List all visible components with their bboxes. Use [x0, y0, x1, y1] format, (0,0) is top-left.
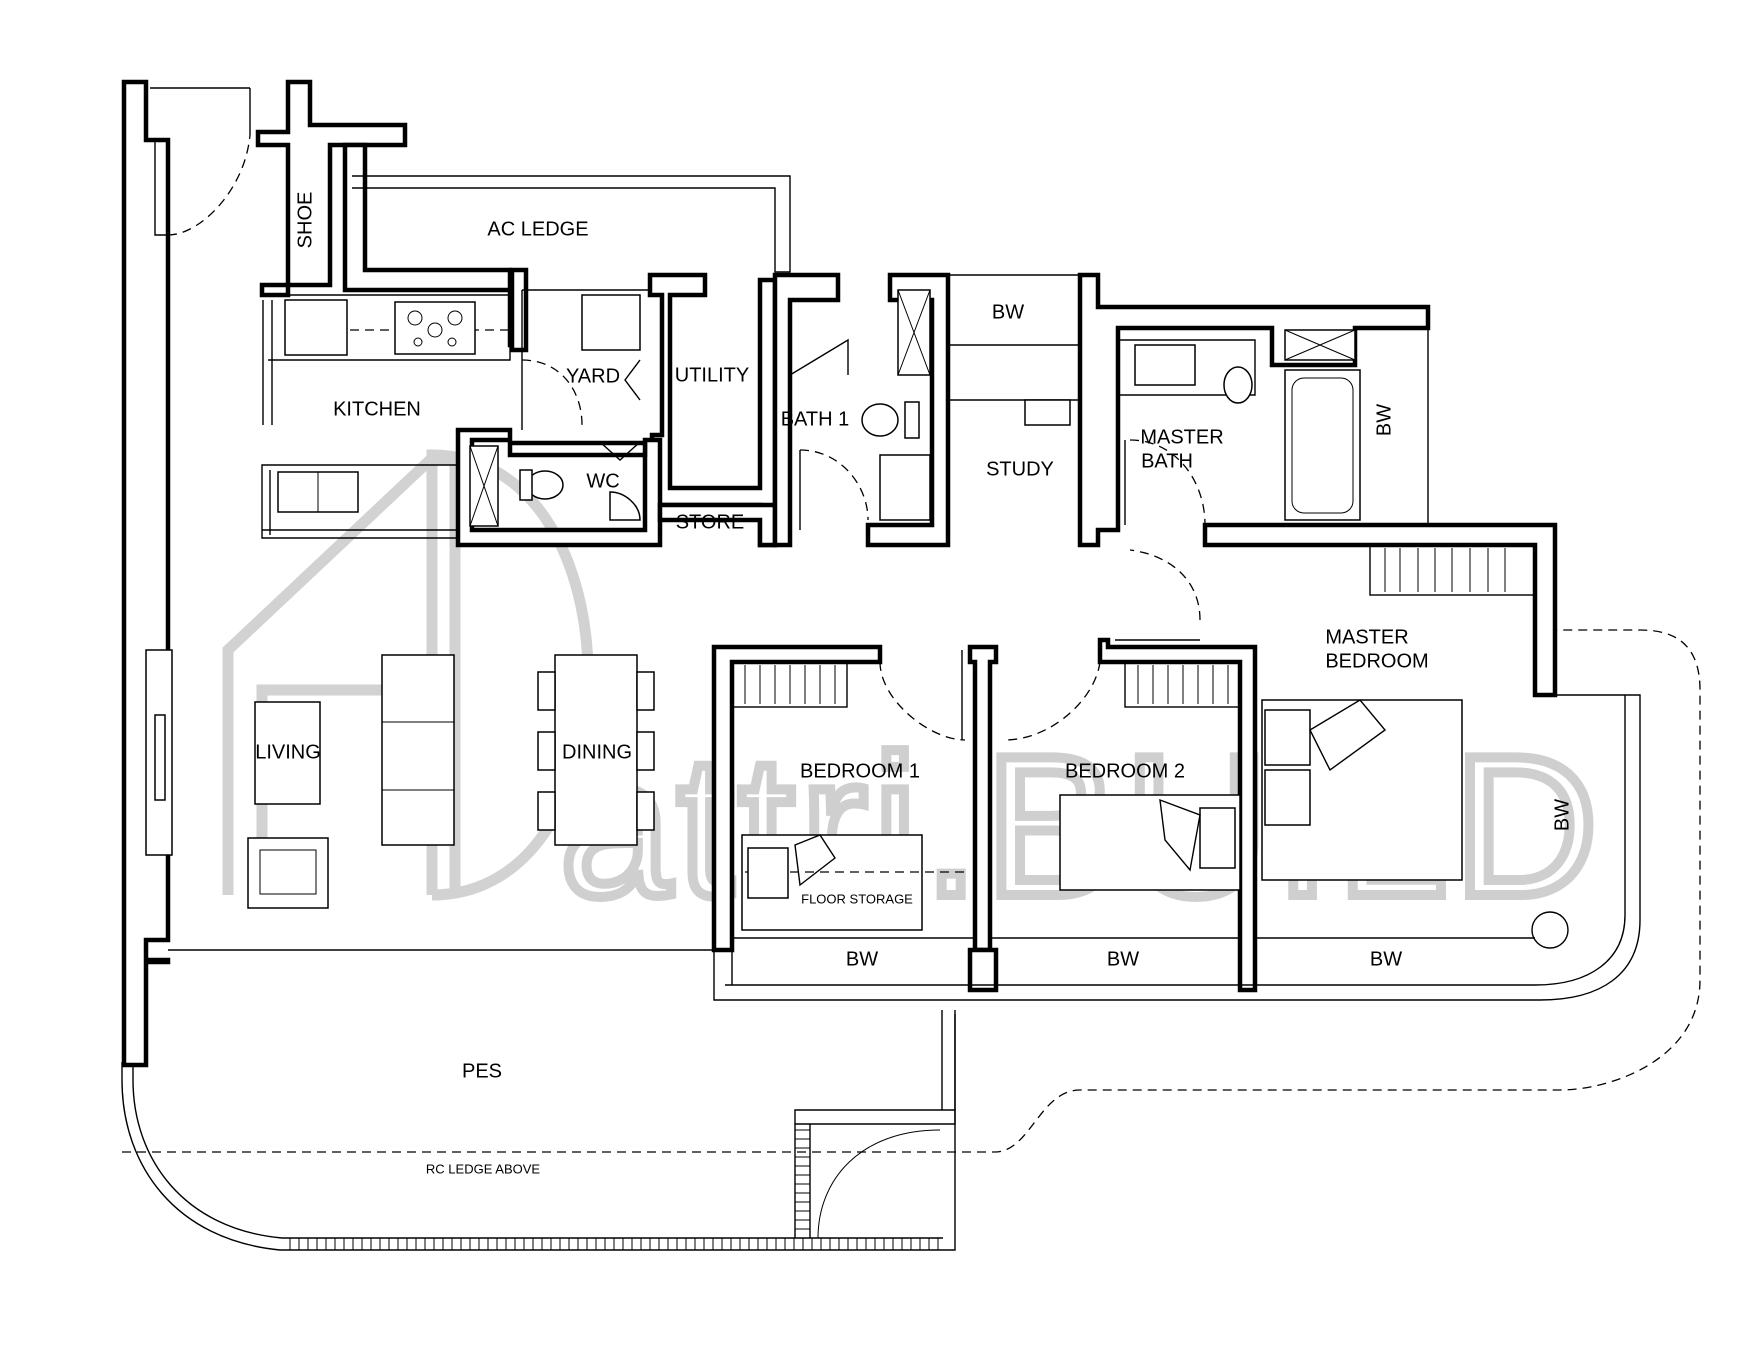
room-labels: AC LEDGE SHOE KITCHEN YARD UTILITY WC ST… — [255, 192, 1573, 1177]
pes-outline — [121, 629, 1701, 1251]
master-bath-fixtures — [1118, 327, 1429, 526]
label-master-bedroom-2: BEDROOM — [1325, 650, 1428, 672]
bathtub-icon — [1284, 369, 1361, 521]
bedroom2-wardrobe — [1124, 661, 1241, 708]
washer-icon — [581, 294, 641, 351]
label-yard: YARD — [566, 365, 620, 387]
label-bw-master-bedroom: BW — [1370, 948, 1402, 970]
label-utility: UTILITY — [675, 364, 749, 386]
sofa-icon — [381, 654, 455, 846]
master-basin-icon — [1134, 344, 1196, 386]
column-icon — [1531, 911, 1569, 949]
label-bath1: BATH 1 — [781, 408, 850, 430]
wc-basin-icon — [609, 491, 641, 521]
label-pes: PES — [462, 1060, 502, 1082]
dining-table-icon — [554, 654, 638, 846]
bath1-fixtures — [789, 289, 931, 530]
label-wc: WC — [586, 470, 619, 492]
bedroom-furniture — [731, 544, 1569, 949]
label-kitchen: KITCHEN — [333, 398, 421, 420]
bath1-basin-icon — [879, 454, 931, 521]
coffee-table-icon — [254, 701, 321, 805]
study-fixtures — [948, 274, 1081, 426]
label-bw-master-bath: BW — [1373, 404, 1395, 436]
label-living: LIVING — [255, 741, 321, 763]
bath1-toilet-icon — [861, 403, 899, 437]
label-master-bedroom-1: MASTER — [1325, 626, 1408, 648]
living-dining-furniture — [247, 654, 655, 909]
bedroom1-wardrobe — [731, 661, 848, 708]
label-bedroom1: BEDROOM 1 — [800, 760, 920, 782]
label-bw-right: BW — [1551, 799, 1573, 831]
label-rc-ledge: RC LEDGE ABOVE — [426, 1161, 540, 1176]
master-wardrobe — [1369, 544, 1536, 596]
kitchen-fixtures — [261, 294, 511, 539]
label-bw-bedroom2: BW — [1107, 948, 1139, 970]
study-chair-icon — [1024, 399, 1071, 426]
label-bw-bedroom1: BW — [846, 948, 878, 970]
living-area-lines — [145, 87, 1641, 1001]
yard-wc-fixtures — [469, 289, 650, 527]
label-dining: DINING — [562, 741, 632, 763]
stove-icon — [394, 301, 476, 355]
fridge-icon — [284, 299, 348, 356]
label-master-bath-2: BATH — [1141, 450, 1193, 472]
label-bedroom2: BEDROOM 2 — [1065, 760, 1185, 782]
label-shoe: SHOE — [294, 192, 316, 249]
label-bw-study: BW — [992, 301, 1024, 323]
pes-ledge-ticks — [289, 1129, 939, 1250]
label-ac-ledge: AC LEDGE — [487, 218, 588, 240]
master-toilet-icon — [1223, 366, 1253, 404]
label-store: STORE — [676, 511, 745, 533]
label-floor-storage: FLOOR STORAGE — [801, 891, 913, 906]
label-master-bath-1: MASTER — [1140, 426, 1223, 448]
label-study: STUDY — [986, 458, 1054, 480]
